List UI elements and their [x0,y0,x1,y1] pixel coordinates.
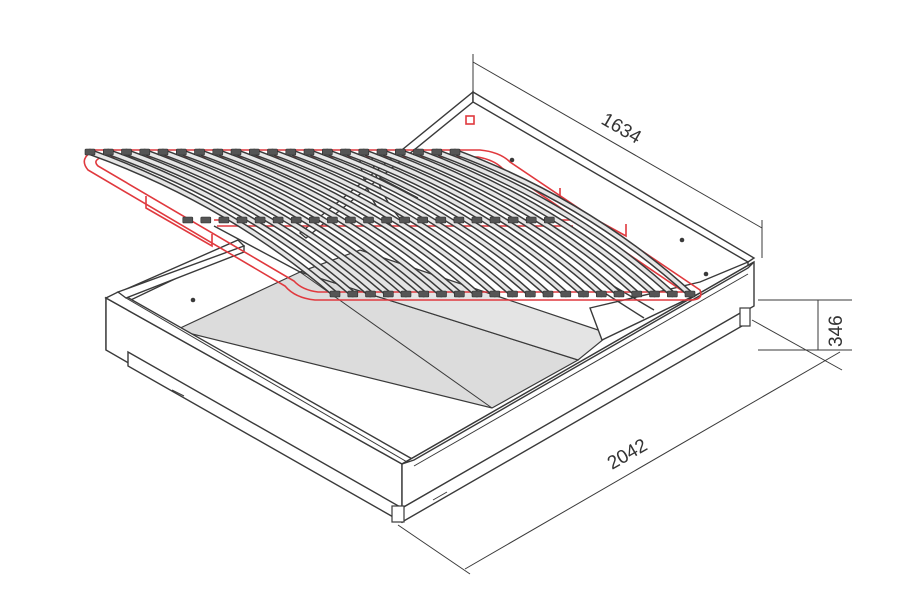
slat-holder [376,148,388,156]
slat-holder [329,290,341,298]
slat-holder [507,216,519,224]
slat-holder [200,216,212,224]
slat-holder [684,290,696,298]
slat-holder [560,290,572,298]
slat-holder [595,290,607,298]
slat-holder [453,216,465,224]
slat-holder [365,290,376,298]
slat-highlight [416,150,657,296]
slat-highlight [161,150,408,296]
slat-holder [418,290,430,298]
slat-holder [308,216,320,224]
slat-holder [431,148,443,156]
dimension-height: 346 [758,299,852,351]
slat-holder [347,290,359,298]
slat-highlight [362,150,604,296]
slat-holder [399,216,410,224]
slat-holder [327,216,338,224]
dimension-width-label: 1634 [598,109,645,149]
slat-holder [345,216,356,224]
slat-highlight [270,150,515,296]
slat-highlight [106,150,355,296]
slat-holder [249,148,260,156]
slat-holder [381,216,392,224]
slat-holder [453,290,465,298]
slat-highlight [343,150,586,296]
slat-holder [435,216,447,224]
slat-holder [631,290,643,298]
slat-holder [121,148,132,156]
slat-highlight [453,150,692,296]
slat-holder [382,290,394,298]
dimension-height-label: 346 [826,315,847,347]
slat-holder [272,216,284,224]
slat-holder [471,290,483,298]
slat-holder [666,290,678,298]
slat-holder [543,216,555,224]
slat-holder [157,148,169,156]
dimension-length-label: 2042 [604,435,651,474]
slat-holder [182,216,194,224]
slat-holder [363,216,374,224]
slat-highlight [380,150,621,296]
slat-holder [525,216,537,224]
slat-highlight [289,150,533,296]
slat-holder [400,290,412,298]
slat-holder [340,148,351,156]
slat-holder [321,148,333,156]
slat-holder [303,148,315,156]
slats [84,148,696,298]
slat-holder [290,216,302,224]
slat-holder [413,148,424,156]
slat-holder [524,290,536,298]
slat-holder [230,148,242,156]
slat-holder [471,216,483,224]
slat-highlight [88,150,337,296]
slat-holder [613,290,625,298]
slat-highlight [325,150,568,296]
slat-highlight [234,150,479,296]
slat-highlight [216,150,462,296]
slat-highlight [252,150,497,296]
slat-holder [489,290,501,298]
slat-holder [358,148,370,156]
slat-highlight [435,150,675,296]
slat-holder [489,216,501,224]
slat-holder [212,148,224,156]
slat-holder [84,148,96,156]
slat-holder [649,290,660,298]
slat-highlight [124,150,373,296]
slat-holder [236,216,248,224]
slat-holder [285,148,297,156]
slat-highlight [197,150,444,296]
slat-holder [507,290,518,298]
frame-outline-outer [83,149,702,301]
slat-holder [417,216,429,224]
slat-holder [254,216,266,224]
bed-frame [104,90,756,524]
frame-outline-inner [95,156,687,293]
slat-holder [267,148,278,156]
slat-highlight [143,150,391,296]
slat-holder [103,148,114,156]
slat-holder [139,148,151,156]
slat-holder [394,148,406,156]
slat-highlight [179,150,426,296]
slat-holder [542,290,554,298]
slat-holder [218,216,230,224]
slat-holder [578,290,589,298]
slat-holder [194,148,205,156]
slat-holder [436,290,447,298]
slat-holder [449,148,461,156]
slat-highlight [307,150,550,296]
slat-highlight [398,150,639,296]
slat-holder [176,148,187,156]
